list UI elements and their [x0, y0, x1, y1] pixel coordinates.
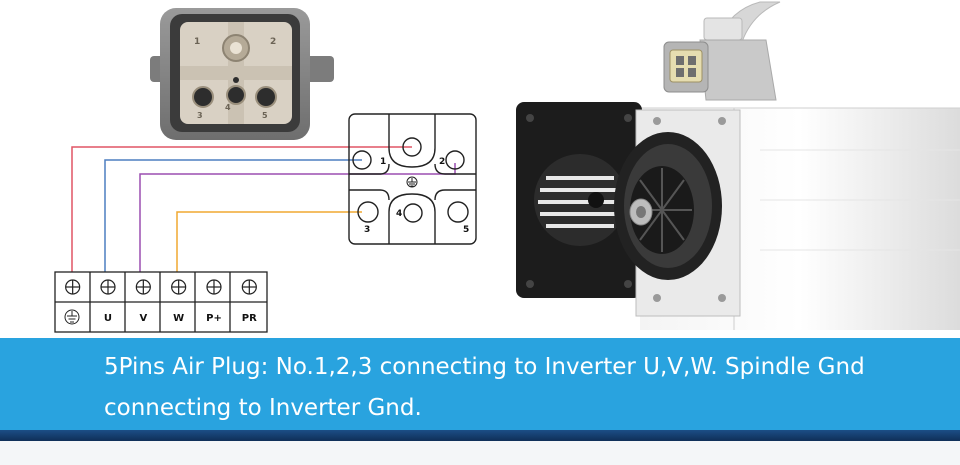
terminal-screw-icon — [171, 279, 187, 295]
pin3-circle — [357, 201, 379, 223]
terminal-ground-icon — [64, 309, 80, 325]
schematic-pin-1: 1 — [380, 157, 386, 167]
pin4-circle — [403, 203, 423, 223]
wires — [71, 146, 456, 272]
photo-pin-3: 3 — [197, 111, 203, 120]
banner-footer — [0, 441, 960, 465]
terminal-label: PR — [242, 313, 257, 324]
pin1-circle — [352, 150, 372, 170]
schematic-pin-3: 3 — [364, 225, 370, 235]
terminal-label: U — [104, 313, 112, 324]
terminal-screws — [65, 279, 257, 295]
terminal-block — [54, 271, 268, 333]
photo-pin-1: 1 — [194, 37, 200, 47]
air-plug-photo: 1 2 3 4 5 — [150, 8, 334, 140]
photo-pin-2: 2 — [270, 37, 276, 47]
schematic-pin-5: 5 — [463, 225, 469, 235]
terminal-screw-icon — [206, 279, 222, 295]
u-wire — [104, 159, 362, 272]
terminal-screw-icon — [135, 279, 151, 295]
w-wire — [176, 211, 362, 272]
terminal-screw-icon — [100, 279, 116, 295]
terminal-label: W — [173, 313, 184, 324]
terminal-label: P+ — [206, 313, 222, 324]
banner-stripe — [0, 430, 960, 441]
info-banner — [0, 338, 960, 430]
terminal-labels: U V W P+ PR — [104, 313, 257, 324]
photo-pin-5: 5 — [262, 111, 268, 120]
schematic-pin-2: 2 — [439, 157, 445, 167]
photo-pin-4: 4 — [225, 103, 231, 112]
terminal-screw-icon — [241, 279, 257, 295]
spindle-motor — [516, 1, 960, 330]
ground-pin-circle — [402, 137, 422, 157]
terminal-label: V — [139, 313, 147, 324]
schematic-pin-4: 4 — [396, 209, 402, 219]
schematic-ground-icon — [406, 176, 418, 188]
terminal-screw-icon — [65, 279, 81, 295]
banner-caption: 5Pins Air Plug: No.1,2,3 connecting to I… — [104, 354, 865, 421]
pin2-circle — [445, 150, 465, 170]
plug-schematic — [348, 113, 477, 245]
ground-wire — [71, 146, 412, 272]
pin5-circle — [447, 201, 469, 223]
